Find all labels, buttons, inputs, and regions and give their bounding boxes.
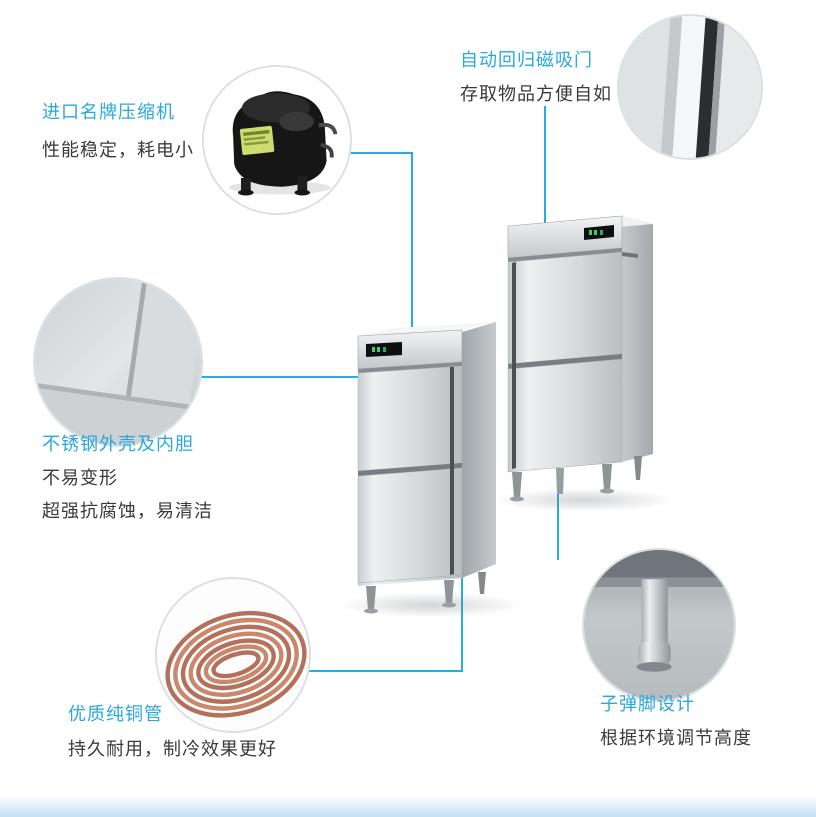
- front-fridge-image: [357, 322, 496, 614]
- copper-tube-desc: 持久耐用，制冷效果更好: [68, 739, 277, 759]
- bottom-gradient-band: [0, 795, 816, 817]
- bullet-foot-title: 子弹脚设计: [600, 694, 695, 714]
- compressor-desc: 性能稳定，耗电小: [42, 140, 194, 160]
- connector-copper-horizontal: [309, 670, 463, 672]
- connector-stainless-body: [201, 376, 373, 378]
- magnetic-door-title: 自动回归磁吸门: [460, 50, 593, 70]
- compressor-photo: [202, 65, 352, 215]
- connector-compressor-horizontal: [345, 152, 413, 154]
- copper-coil-icon: [157, 579, 309, 731]
- bullet-foot-desc: 根据环境调节高度: [600, 728, 752, 748]
- stainless-desc-line1: 不易变形: [42, 468, 118, 488]
- stainless-desc-line2: 超强抗腐蚀，易清洁: [42, 501, 213, 521]
- magnetic-door-desc: 存取物品方便自如: [460, 84, 612, 104]
- door-edge-photo: [617, 14, 763, 160]
- copper-tube-title: 优质纯铜管: [68, 704, 163, 724]
- steel-panel-photo: [33, 277, 203, 447]
- bullet-foot-photo: [582, 548, 736, 702]
- steel-panel-icon: [35, 279, 201, 445]
- compressor-icon: [204, 67, 350, 213]
- connector-magnetic-door: [544, 106, 546, 264]
- back-fridge-image: [507, 215, 653, 502]
- connector-copper-vertical: [461, 576, 463, 672]
- stainless-title: 不锈钢外壳及内胆: [42, 434, 194, 454]
- compressor-title: 进口名牌压缩机: [42, 102, 175, 122]
- connector-bullet-foot: [557, 482, 559, 560]
- bullet-foot-icon: [584, 550, 734, 700]
- copper-coil-photo: [155, 577, 311, 733]
- door-edge-icon: [619, 16, 761, 158]
- connector-compressor-vertical: [411, 152, 413, 340]
